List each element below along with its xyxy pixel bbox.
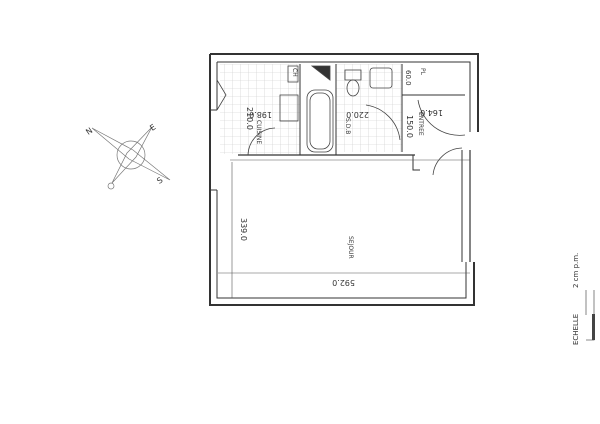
compass-n: N	[84, 126, 94, 137]
cuisine-tiles	[220, 64, 300, 154]
label-ch: CH	[291, 68, 298, 77]
label-entree-top: 60.0	[404, 70, 412, 86]
scale-bar: ECHELLE 2 cm p.m.	[572, 253, 595, 345]
label-entree-height: 150.0	[405, 115, 414, 138]
label-sdb-width: 220.0	[346, 110, 369, 119]
fixtures	[216, 65, 466, 176]
label-sejour-height: 339.0	[239, 218, 248, 241]
label-sdb: S.D.B	[344, 118, 351, 134]
compass-s: S	[155, 176, 164, 186]
label-cuisine-height: 210.0	[245, 107, 254, 130]
label-entree: ENTREE	[417, 112, 424, 136]
label-sejour-width: 592.0	[332, 278, 355, 287]
walls	[209, 53, 479, 306]
sink-icon	[279, 94, 299, 122]
label-cuisine: CUISINE	[255, 120, 262, 144]
sdb-tiles	[336, 64, 402, 152]
compass-e: E	[148, 123, 157, 133]
label-sejour: SEJOUR	[347, 236, 354, 259]
label-entree-width: 164.0	[420, 108, 443, 117]
bathtub-icon	[306, 89, 334, 153]
compass-rose-icon: N E S	[84, 123, 171, 190]
label-cuisine-width: 198.0	[249, 110, 272, 119]
label-pl: PL	[419, 68, 426, 76]
scale-unit: 2 cm p.m.	[572, 253, 580, 288]
washbasin-icon	[369, 67, 393, 89]
scale-label: ECHELLE	[572, 314, 580, 345]
dimension-lines	[218, 159, 470, 298]
